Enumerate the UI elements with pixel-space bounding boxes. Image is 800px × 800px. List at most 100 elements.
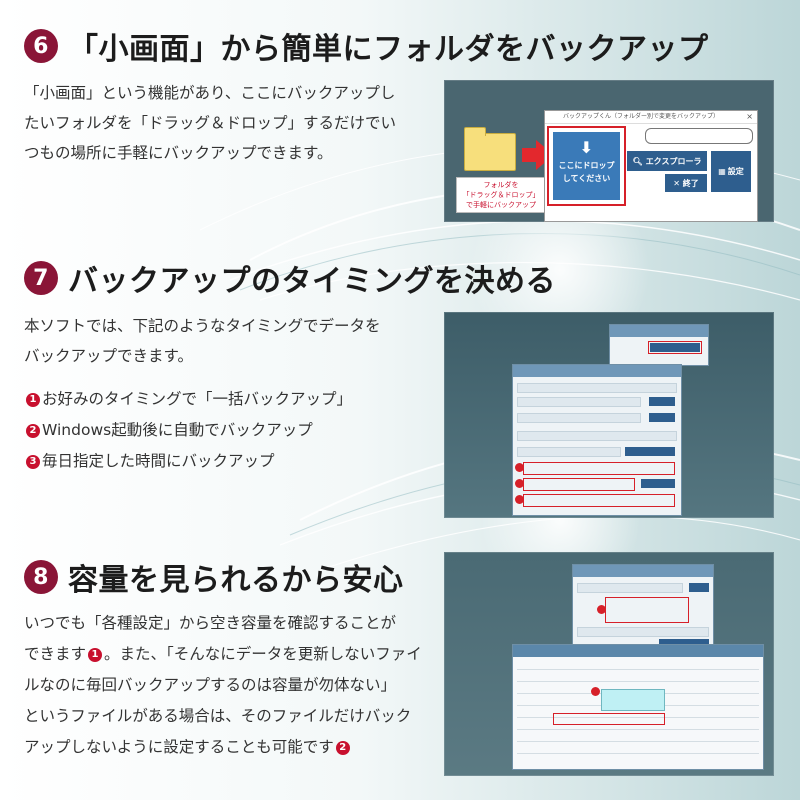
- list-item-text: 毎日指定した時間にバックアップ: [42, 452, 275, 470]
- settings-row: [517, 431, 677, 441]
- highlight-box: [523, 478, 635, 491]
- section7-timing-list: 1 お好みのタイミングで「一括バックアップ」 2 Windows起動後に自動でバ…: [24, 384, 352, 477]
- highlight-box: [553, 713, 665, 725]
- section6-number-badge: 6: [24, 29, 58, 63]
- section8-line: というファイルがある場合は、そのファイルだけバック: [24, 707, 412, 725]
- dialog-button: [650, 343, 700, 352]
- list-item: 2 Windows起動後に自動でバックアップ: [24, 415, 352, 446]
- dialog-button: [659, 639, 709, 648]
- list-item: 3 毎日指定した時間にバックアップ: [24, 446, 352, 477]
- file-list-window: [512, 644, 764, 770]
- section8-title: 容量を見られるから安心: [68, 563, 404, 598]
- folder-drag-caption: フォルダを 「ドラッグ＆ドロップ」 で手軽にバックアップ: [456, 177, 546, 213]
- highlight-box: [523, 494, 675, 507]
- section6-title: 「小画面」から簡単にフォルダをバックアップ: [68, 32, 709, 67]
- list-number: 2: [26, 423, 40, 438]
- grid-icon: ▦: [718, 167, 726, 176]
- section8-line-part: アップしないように設定することも可能です: [24, 738, 334, 756]
- settings-row: [577, 583, 683, 593]
- settings-row: [517, 447, 621, 457]
- marker-circle: [515, 463, 524, 472]
- section8-screenshot: [444, 552, 774, 776]
- path-input[interactable]: [645, 128, 753, 144]
- caption-line: 「ドラッグ＆ドロップ」: [462, 191, 540, 199]
- marker-circle: [591, 687, 600, 696]
- section6-screenshot: フォルダを 「ドラッグ＆ドロップ」 で手軽にバックアップ バックアップくん（フォ…: [444, 80, 774, 222]
- dialog-titlebar: [573, 565, 713, 577]
- capacity-dialog: [572, 564, 714, 654]
- explorer-button-label: エクスプローラ: [645, 156, 702, 166]
- search-icon: 🔍︎: [632, 156, 643, 166]
- dialog-button: [641, 479, 675, 488]
- settings-button[interactable]: ▦ 設定: [711, 151, 751, 192]
- highlight-box: [648, 341, 702, 354]
- list-row-line: [517, 753, 759, 754]
- dialog-button: [649, 413, 675, 422]
- section8-line: ルなのに毎回バックアップするのは容量が勿体ない」: [24, 676, 397, 694]
- section8-line-part: 。また、「そんなにデータを更新しないファイ: [104, 645, 422, 663]
- dialog-titlebar: [513, 645, 763, 657]
- section6-heading: 6 「小画面」から簡単にフォルダをバックアップ: [24, 24, 709, 68]
- mini-window-title: バックアップくん（フォルダー別で変更をバックアップ）: [545, 111, 757, 124]
- marker-circle: [515, 495, 524, 504]
- highlight-box: [605, 597, 689, 623]
- list-item-text: Windows起動後に自動でバックアップ: [42, 421, 313, 439]
- section7-screenshot: [444, 312, 774, 518]
- settings-row: [517, 383, 677, 393]
- list-row-line: [517, 717, 759, 718]
- section7-title: バックアップのタイミングを決める: [68, 264, 556, 299]
- caption-line: フォルダを: [483, 181, 519, 189]
- list-item-text: お好みのタイミングで「一括バックアップ」: [42, 390, 353, 408]
- marker-2: 2: [335, 740, 350, 755]
- arrow-down-icon: ⬇: [579, 138, 594, 157]
- section7-line: バックアップできます。: [24, 347, 193, 365]
- section8-line-part: できます: [24, 645, 87, 663]
- section7-number-badge: 7: [24, 261, 58, 295]
- marker-circle: [515, 479, 524, 488]
- end-button[interactable]: ✕ 終了: [665, 174, 707, 192]
- list-row-line: [517, 741, 759, 742]
- list-item: 1 お好みのタイミングで「一括バックアップ」: [24, 384, 352, 415]
- section8-number-badge: 8: [24, 560, 58, 594]
- popup-menu: [601, 689, 665, 711]
- section6-line: つもの場所に手軽にバックアップできます。: [24, 144, 333, 162]
- section7-line: 本ソフトでは、下記のようなタイミングでデータを: [24, 317, 381, 335]
- dialog-titlebar: [610, 325, 708, 337]
- backup-settings-dialog: [512, 364, 682, 516]
- drop-zone-inner: ⬇ ここにドロップ してください: [553, 132, 620, 200]
- close-icon[interactable]: ×: [746, 112, 753, 121]
- drop-zone[interactable]: ⬇ ここにドロップ してください: [547, 126, 626, 206]
- section6-description: 「小画面」という機能があり、ここにバックアップし たいフォルダを「ドラッグ＆ドロ…: [24, 78, 396, 168]
- dialog-button: [625, 447, 675, 456]
- settings-button-label: 設定: [727, 167, 744, 176]
- drop-zone-label: ここにドロップ: [558, 161, 615, 170]
- list-row-line: [517, 681, 759, 682]
- section7-heading: 7 バックアップのタイミングを決める: [24, 256, 556, 300]
- dialog-button: [689, 583, 709, 592]
- drop-zone-label: してください: [562, 174, 611, 183]
- highlight-box: [523, 462, 675, 475]
- marker-1: 1: [88, 647, 103, 662]
- list-row-line: [517, 729, 759, 730]
- mini-window: バックアップくん（フォルダー別で変更をバックアップ） × ⬇ ここにドロップ し…: [544, 110, 758, 222]
- back-dialog: [609, 324, 709, 366]
- dialog-button: [649, 397, 675, 406]
- list-number: 3: [26, 454, 40, 469]
- dialog-titlebar: [513, 365, 681, 377]
- section8-heading: 8 容量を見られるから安心: [24, 555, 404, 599]
- list-row-line: [517, 669, 759, 670]
- settings-row: [577, 627, 709, 637]
- settings-row: [517, 413, 641, 423]
- caption-line: で手軽にバックアップ: [466, 201, 536, 209]
- folder-icon: [464, 127, 516, 171]
- section6-line: 「小画面」という機能があり、ここにバックアップし: [24, 84, 396, 102]
- list-number: 1: [26, 392, 40, 407]
- explorer-button[interactable]: 🔍︎ エクスプローラ: [627, 151, 707, 171]
- section8-line: いつでも「各種設定」から空き容量を確認することが: [24, 614, 397, 632]
- section6-line: たいフォルダを「ドラッグ＆ドロップ」するだけでい: [24, 114, 397, 132]
- section7-description: 本ソフトでは、下記のようなタイミングでデータを バックアップできます。: [24, 311, 381, 371]
